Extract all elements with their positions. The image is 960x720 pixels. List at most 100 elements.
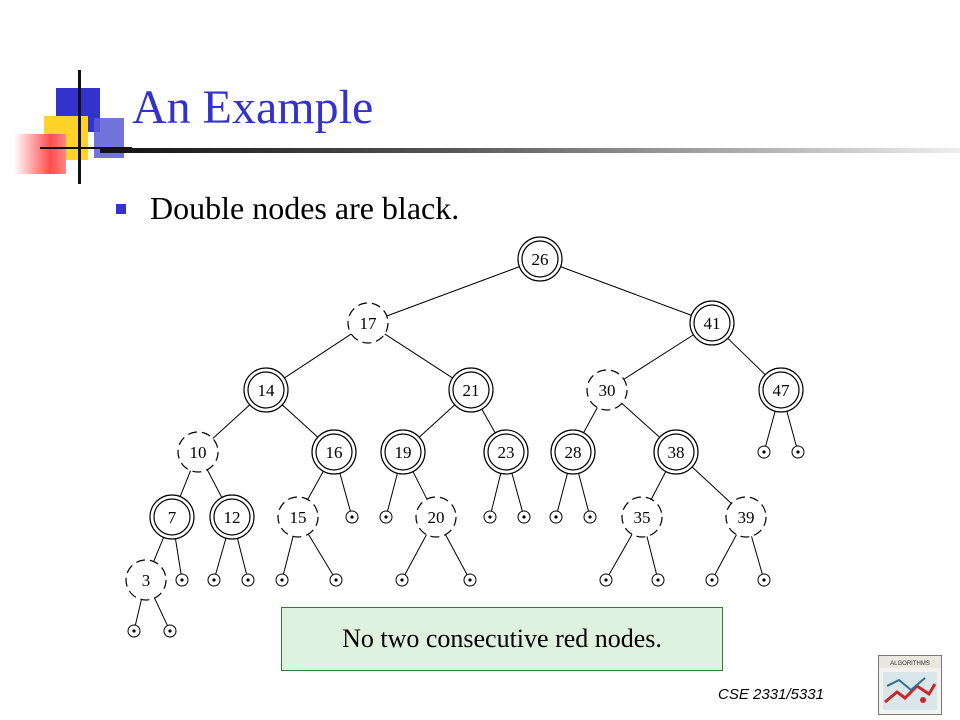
tree-node-30-red: 30	[586, 369, 628, 411]
tree-edge-nil	[510, 471, 523, 512]
bullet-text: Double nodes are black.	[150, 190, 460, 226]
nil-leaf	[345, 510, 359, 524]
tree-node-label: 7	[168, 508, 177, 527]
title-underline	[100, 148, 960, 153]
nil-leaf	[275, 573, 289, 587]
tree-node-label: 20	[428, 508, 445, 527]
algorithms-book-logo: ALGORITHMS	[878, 655, 942, 715]
decor-horizontal-line	[40, 147, 132, 149]
tree-node-35-red: 35	[621, 496, 663, 538]
nil-leaf	[705, 573, 719, 587]
nil-leaf	[599, 573, 613, 587]
tree-node-label: 3	[142, 571, 151, 590]
nil-leaf	[329, 573, 343, 587]
tree-edge-nil	[785, 409, 797, 447]
svg-text:ALGORITHMS: ALGORITHMS	[890, 661, 930, 667]
tree-edge-nil	[765, 409, 777, 447]
tree-edge	[307, 469, 325, 500]
tree-node-16-black: 16	[311, 429, 357, 475]
tree-edge	[280, 403, 320, 439]
tree-node-15-red: 15	[277, 496, 319, 538]
course-footer: CSE 2331/5331	[718, 686, 824, 703]
tree-edge	[650, 469, 668, 500]
tree-node-label: 38	[668, 443, 685, 462]
tree-node-17-red: 17	[347, 302, 389, 344]
nil-leaf	[207, 573, 221, 587]
nil-leaf	[757, 573, 771, 587]
tree-edge-nil	[282, 536, 294, 575]
tree-edge	[282, 333, 352, 380]
tree-edge	[178, 470, 192, 499]
tree-edge	[206, 469, 224, 500]
nil-leaf	[757, 445, 771, 459]
tree-edge-nil	[445, 534, 468, 575]
tree-edge	[386, 265, 522, 317]
tree-node-label: 26	[532, 250, 549, 269]
tree-node-39-red: 39	[725, 496, 767, 538]
tree-edge	[480, 407, 497, 435]
tree-edge-nil	[557, 471, 569, 512]
tree-node-label: 12	[224, 508, 241, 527]
tree-edge	[153, 535, 165, 562]
tree-node-label: 16	[326, 443, 343, 462]
tree-node-47-black: 47	[758, 367, 804, 413]
tree-edge	[417, 403, 457, 439]
nil-leaf	[463, 573, 477, 587]
tree-node-38-black: 38	[653, 429, 699, 475]
nil-leaf	[241, 573, 255, 587]
tree-edge-nil	[714, 534, 737, 575]
nil-leaf	[163, 624, 177, 638]
tree-edge	[212, 403, 252, 439]
tree-node-label: 35	[634, 508, 651, 527]
tree-node-3-red: 3	[125, 559, 167, 601]
tree-node-20-red: 20	[415, 496, 457, 538]
tree-edge	[726, 336, 767, 377]
tree-node-12-black: 12	[209, 494, 255, 540]
tree-edge-nil	[387, 471, 399, 512]
nil-leaf	[583, 510, 597, 524]
nil-leaf	[127, 624, 141, 638]
nil-leaf	[395, 573, 409, 587]
corner-decoration	[0, 0, 132, 190]
tree-node-label: 14	[258, 381, 276, 400]
callout-box: No two consecutive red nodes.	[281, 607, 723, 671]
nil-leaf	[379, 510, 393, 524]
tree-node-label: 30	[599, 381, 616, 400]
tree-node-label: 47	[773, 381, 791, 400]
tree-node-label: 19	[395, 443, 412, 462]
tree-node-14-black: 14	[243, 367, 289, 413]
tree-edge	[558, 265, 694, 317]
tree-node-label: 17	[360, 314, 378, 333]
tree-node-19-black: 19	[380, 429, 426, 475]
tree-edge-nil	[646, 536, 658, 575]
tree-edge	[411, 469, 428, 500]
nil-leaf	[483, 510, 497, 524]
tree-edge-nil	[154, 597, 168, 626]
nil-leaf	[175, 573, 189, 587]
tree-edge-nil	[307, 533, 334, 576]
tree-node-10-red: 10	[177, 431, 219, 473]
tree-node-7-black: 7	[149, 494, 195, 540]
tree-node-26-black: 26	[517, 236, 563, 282]
nil-leaf	[549, 510, 563, 524]
tree-node-label: 10	[190, 443, 207, 462]
tree-edge-nil	[608, 534, 633, 576]
decor-vertical-line	[78, 70, 81, 184]
tree-node-label: 15	[290, 508, 307, 527]
tree-edge-nil	[338, 471, 351, 512]
nil-leaf	[791, 445, 805, 459]
tree-node-23-black: 23	[483, 429, 529, 475]
tree-edge-nil	[174, 536, 182, 575]
tree-edge-nil	[236, 536, 248, 575]
tree-edges	[134, 265, 797, 626]
tree-node-label: 41	[704, 314, 721, 333]
tree-edge	[384, 333, 455, 380]
bullet-item: Double nodes are black.	[116, 190, 459, 227]
tree-node-41-black: 41	[689, 300, 735, 346]
nil-leaf	[517, 510, 531, 524]
slide-title: An Example	[132, 81, 374, 134]
tree-node-21-black: 21	[448, 367, 494, 413]
tree-edge-nil	[134, 599, 142, 626]
